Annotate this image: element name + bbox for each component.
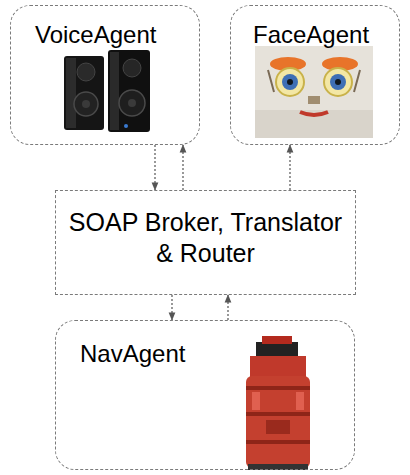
- node-label: VoiceAgent: [35, 20, 156, 50]
- message-arrow: [171, 295, 172, 320]
- node-label: FaceAgent: [253, 20, 369, 50]
- message-arrow: [182, 145, 183, 190]
- agent-box: NavAgent: [55, 320, 355, 470]
- robot-picture: [246, 336, 310, 470]
- speakers-picture: [64, 50, 150, 132]
- broker-box: SOAP Broker, Translator & Router: [55, 190, 356, 295]
- node-label: NavAgent: [80, 339, 185, 369]
- robot-face-picture: [255, 46, 373, 138]
- message-arrow: [289, 145, 290, 190]
- message-arrow: [154, 145, 155, 190]
- agent-box: VoiceAgent: [10, 5, 200, 145]
- agent-box: FaceAgent: [230, 5, 400, 145]
- node-label: SOAP Broker, Translator & Router: [66, 207, 345, 270]
- message-arrow: [227, 295, 228, 320]
